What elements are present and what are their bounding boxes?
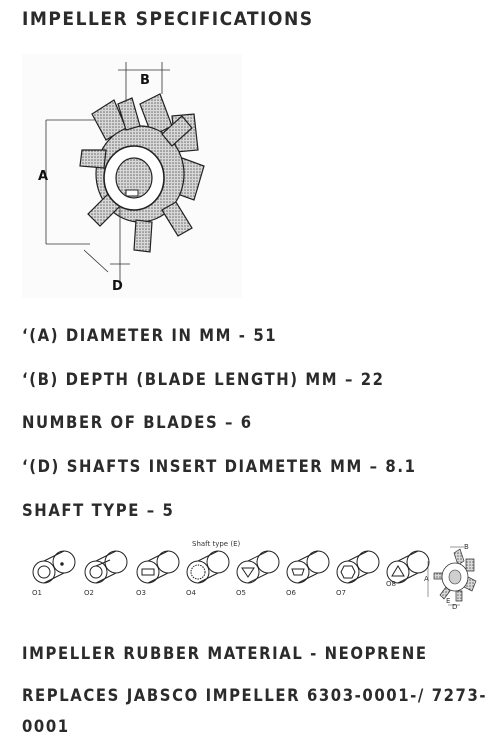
spec-material: IMPELLER RUBBER MATERIAL - NEOPRENE	[22, 644, 428, 663]
shaft-code: O8	[386, 580, 396, 588]
shaft-code: O1	[32, 589, 42, 597]
spec-diameter: ‘(A) DIAMETER IN MM - 51	[22, 326, 278, 345]
thumb-label-d: D	[452, 603, 457, 609]
shaft-code: O5	[236, 589, 246, 597]
shaft-type-caption: Shaft type (E)	[192, 540, 240, 548]
shaft-o8-icon	[386, 550, 430, 584]
spec-shaft-insert: ‘(D) SHAFTS INSERT DIAMETER MM – 8.1	[22, 457, 417, 476]
shaft-code: O2	[84, 589, 94, 597]
shaft-code: O6	[286, 589, 297, 597]
thumb-label-e: E	[446, 597, 450, 605]
shaft-o7-icon	[336, 550, 380, 584]
label-a: A	[38, 169, 48, 184]
shaft-types-chart: Shaft type (E) O1 O2 O3 O4 O5 O6 O7 O8	[32, 540, 430, 597]
shaft-o6-icon	[286, 550, 330, 584]
shaft-o4-icon	[186, 550, 230, 584]
shaft-code: O7	[336, 589, 346, 597]
spec-shaft-type: SHAFT TYPE – 5	[22, 501, 175, 520]
impeller-thumbnail: A B D E	[424, 543, 477, 609]
shaft-code: O3	[136, 589, 146, 597]
thumb-label-b: B	[464, 543, 469, 551]
thumb-label-a: A	[424, 575, 429, 583]
spec-replaces: REPLACES JABSCO IMPELLER 6303-0001-/ 727…	[22, 686, 488, 736]
spec-depth: ‘(B) DEPTH (BLADE LENGTH) MM – 22	[22, 370, 385, 389]
label-b: B	[140, 73, 150, 88]
label-d: D	[112, 279, 123, 294]
shaft-code: O4	[186, 589, 197, 597]
shaft-o1-icon	[32, 550, 76, 584]
shaft-o2-icon	[84, 550, 128, 584]
shaft-o3-icon	[136, 550, 180, 584]
shaft-o5-icon	[236, 550, 280, 584]
spec-blades: NUMBER OF BLADES – 6	[22, 413, 253, 432]
page-title: IMPELLER SPECIFICATIONS	[22, 8, 314, 30]
impeller-diagram: A B D	[22, 54, 242, 298]
